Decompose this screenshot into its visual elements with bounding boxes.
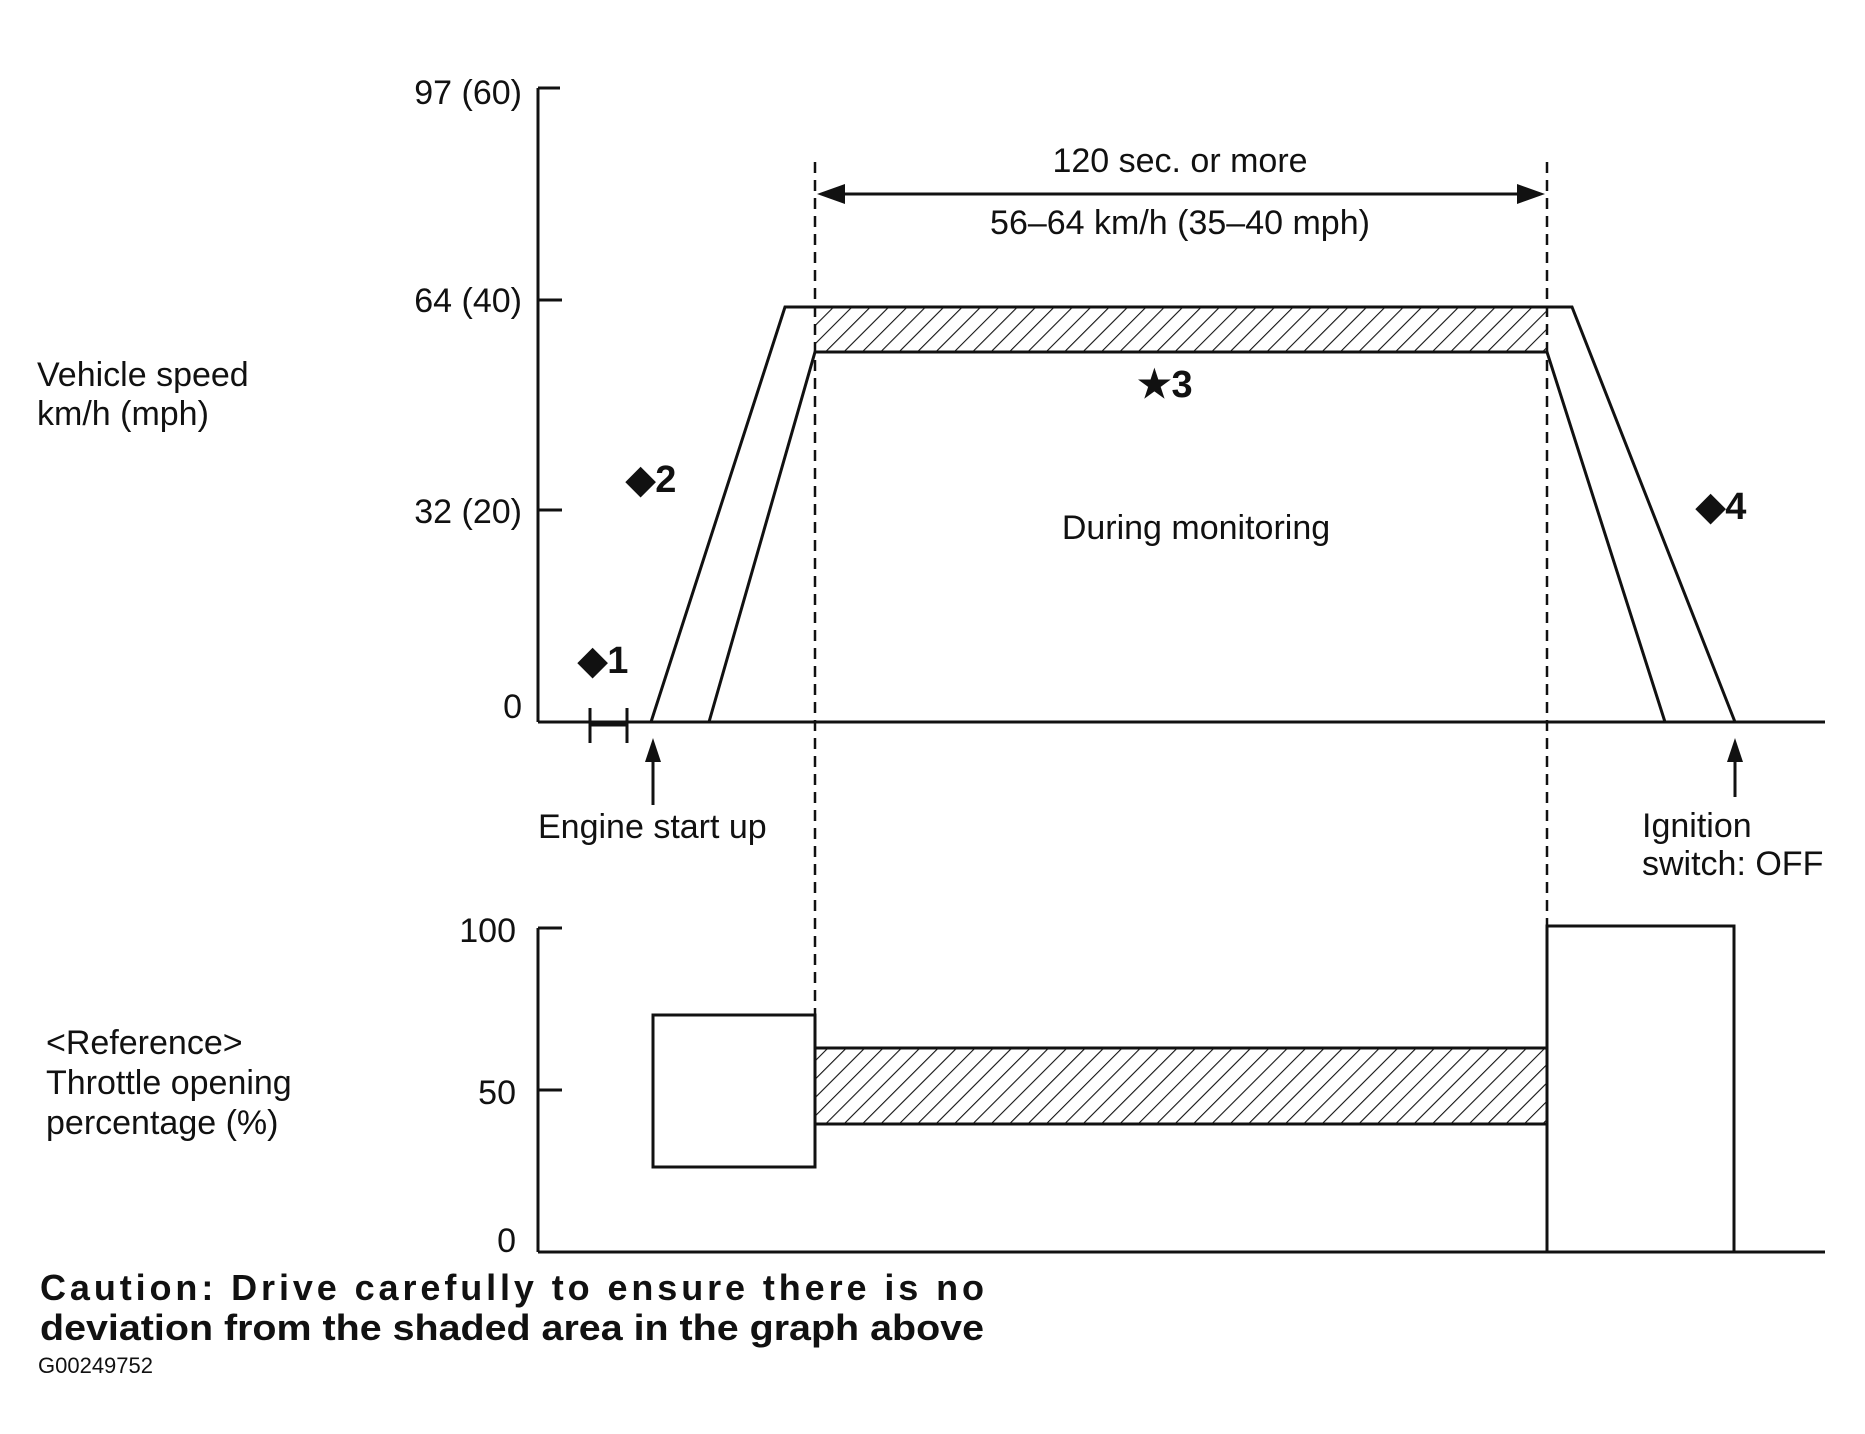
idle-interval-bracket (588, 708, 629, 743)
speed-tick-32: 32 (20) (414, 493, 522, 531)
speed-tick-97: 97 (60) (414, 74, 522, 112)
step-3-marker: ★3 (1137, 364, 1192, 406)
deceleration-throttle-box (1545, 924, 1736, 1252)
speed-tick-64: 64 (40) (414, 282, 522, 320)
engine-start-label: Engine start up (538, 808, 767, 846)
throttle-axis (536, 926, 1825, 1254)
duration-label: 120 sec. or more (1052, 142, 1307, 180)
monitoring-label: During monitoring (1062, 509, 1330, 547)
duration-arrow (817, 184, 1545, 204)
throttle-axis-title-line-3: percentage (%) (46, 1104, 278, 1142)
caution-line-1: Caution: Drive carefully to ensure there… (40, 1267, 984, 1308)
throttle-axis-title-line-1: <Reference> (46, 1024, 243, 1062)
speed-tick-0: 0 (503, 688, 522, 726)
step-2-marker: ◆2 (625, 459, 676, 501)
speed-axis (536, 86, 1825, 724)
speed-hatched-band (815, 307, 1547, 352)
speed-axis-title-line-2: km/h (mph) (37, 395, 209, 433)
speed-lower-limit-line (707, 350, 1667, 723)
throttle-axis-title-line-2: Throttle opening (46, 1064, 292, 1102)
throttle-tick-0: 0 (497, 1222, 516, 1260)
ignition-label-line-1: Ignition (1642, 807, 1752, 845)
speed-upper-limit-line (649, 305, 1737, 723)
engine-start-arrow (645, 738, 661, 805)
throttle-hatched-band (815, 1048, 1547, 1124)
step-1-marker: ◆1 (577, 640, 628, 682)
caution-line-2: deviation from the shaded area in the gr… (40, 1307, 984, 1348)
throttle-tick-100: 100 (459, 912, 516, 950)
figure-code: G00249752 (38, 1353, 153, 1378)
acceleration-throttle-box (651, 1013, 817, 1169)
ignition-label-line-2: switch: OFF (1642, 845, 1823, 883)
speed-band-label: 56–64 km/h (35–40 mph) (990, 204, 1370, 242)
speed-axis-title-line-1: Vehicle speed (37, 356, 249, 394)
throttle-tick-50: 50 (478, 1074, 516, 1112)
ignition-off-arrow (1727, 738, 1743, 797)
step-4-marker: ◆4 (1695, 486, 1746, 528)
